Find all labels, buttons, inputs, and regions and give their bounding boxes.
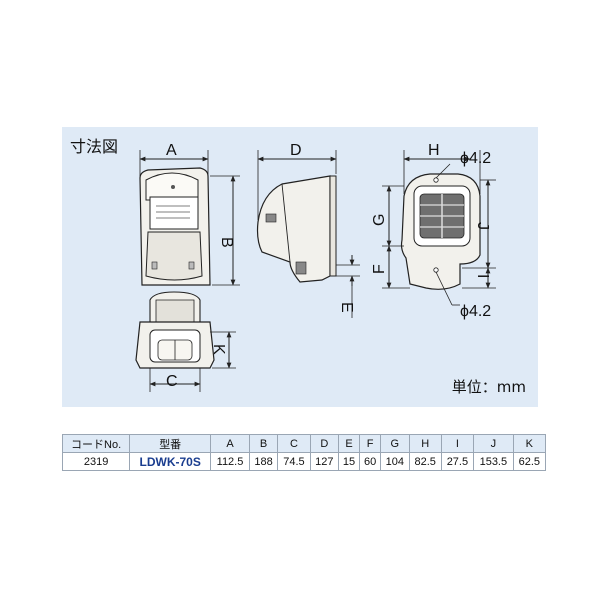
dim-label-i: I bbox=[474, 274, 491, 278]
dim-label-f: F bbox=[371, 264, 388, 274]
header-c: C bbox=[277, 434, 311, 453]
dim-label-a: A bbox=[166, 142, 177, 159]
spec-data-row: 2319 LDWK-70S 112.5 188 74.5 127 15 60 1… bbox=[61, 452, 547, 471]
dim-label-h: H bbox=[428, 142, 440, 159]
cell-g: 104 bbox=[380, 452, 410, 471]
cell-e: 15 bbox=[338, 452, 361, 471]
spec-header-row: コードNo. 型番 A B C D E F G H I J K bbox=[61, 434, 547, 453]
dim-label-g: G bbox=[371, 214, 388, 226]
dim-label-c: C bbox=[166, 373, 178, 390]
dim-label-j: J bbox=[474, 222, 491, 230]
header-e: E bbox=[338, 434, 361, 453]
side-view bbox=[256, 150, 360, 318]
cell-k: 62.5 bbox=[512, 452, 547, 471]
dim-label-b: B bbox=[218, 237, 235, 248]
bottom-view bbox=[135, 291, 236, 392]
header-a: A bbox=[210, 434, 250, 453]
cell-c: 74.5 bbox=[277, 452, 311, 471]
header-code: コードNo. bbox=[61, 434, 131, 453]
header-g: G bbox=[380, 434, 410, 453]
cell-i: 27.5 bbox=[440, 452, 475, 471]
unit-label: 単位：mm bbox=[451, 378, 526, 396]
back-view bbox=[382, 150, 496, 306]
phi-label-top: ϕ4.2 bbox=[460, 150, 491, 167]
cell-b: 188 bbox=[248, 452, 279, 471]
cell-h: 82.5 bbox=[408, 452, 442, 471]
header-i: I bbox=[440, 434, 475, 453]
dim-label-d: D bbox=[290, 142, 302, 159]
cell-d: 127 bbox=[309, 452, 340, 471]
cell-f: 60 bbox=[359, 452, 382, 471]
cell-model: LDWK-70S bbox=[129, 452, 212, 471]
spec-table: コードNo. 型番 A B C D E F G H I J K 2319 LDW… bbox=[61, 434, 547, 471]
header-model: 型番 bbox=[129, 434, 212, 453]
cell-a: 112.5 bbox=[210, 452, 250, 471]
cell-code: 2319 bbox=[61, 452, 131, 471]
panel-title: 寸法図 bbox=[70, 137, 119, 156]
cell-j: 153.5 bbox=[473, 452, 514, 471]
header-f: F bbox=[359, 434, 382, 453]
front-view bbox=[139, 150, 240, 286]
header-h: H bbox=[408, 434, 442, 453]
header-k: K bbox=[512, 434, 547, 453]
header-b: B bbox=[248, 434, 279, 453]
dim-label-e: E bbox=[338, 302, 355, 313]
phi-label-bottom: ϕ4.2 bbox=[460, 303, 491, 320]
header-d: D bbox=[309, 434, 340, 453]
header-j: J bbox=[473, 434, 514, 453]
dim-label-k: K bbox=[210, 344, 227, 355]
